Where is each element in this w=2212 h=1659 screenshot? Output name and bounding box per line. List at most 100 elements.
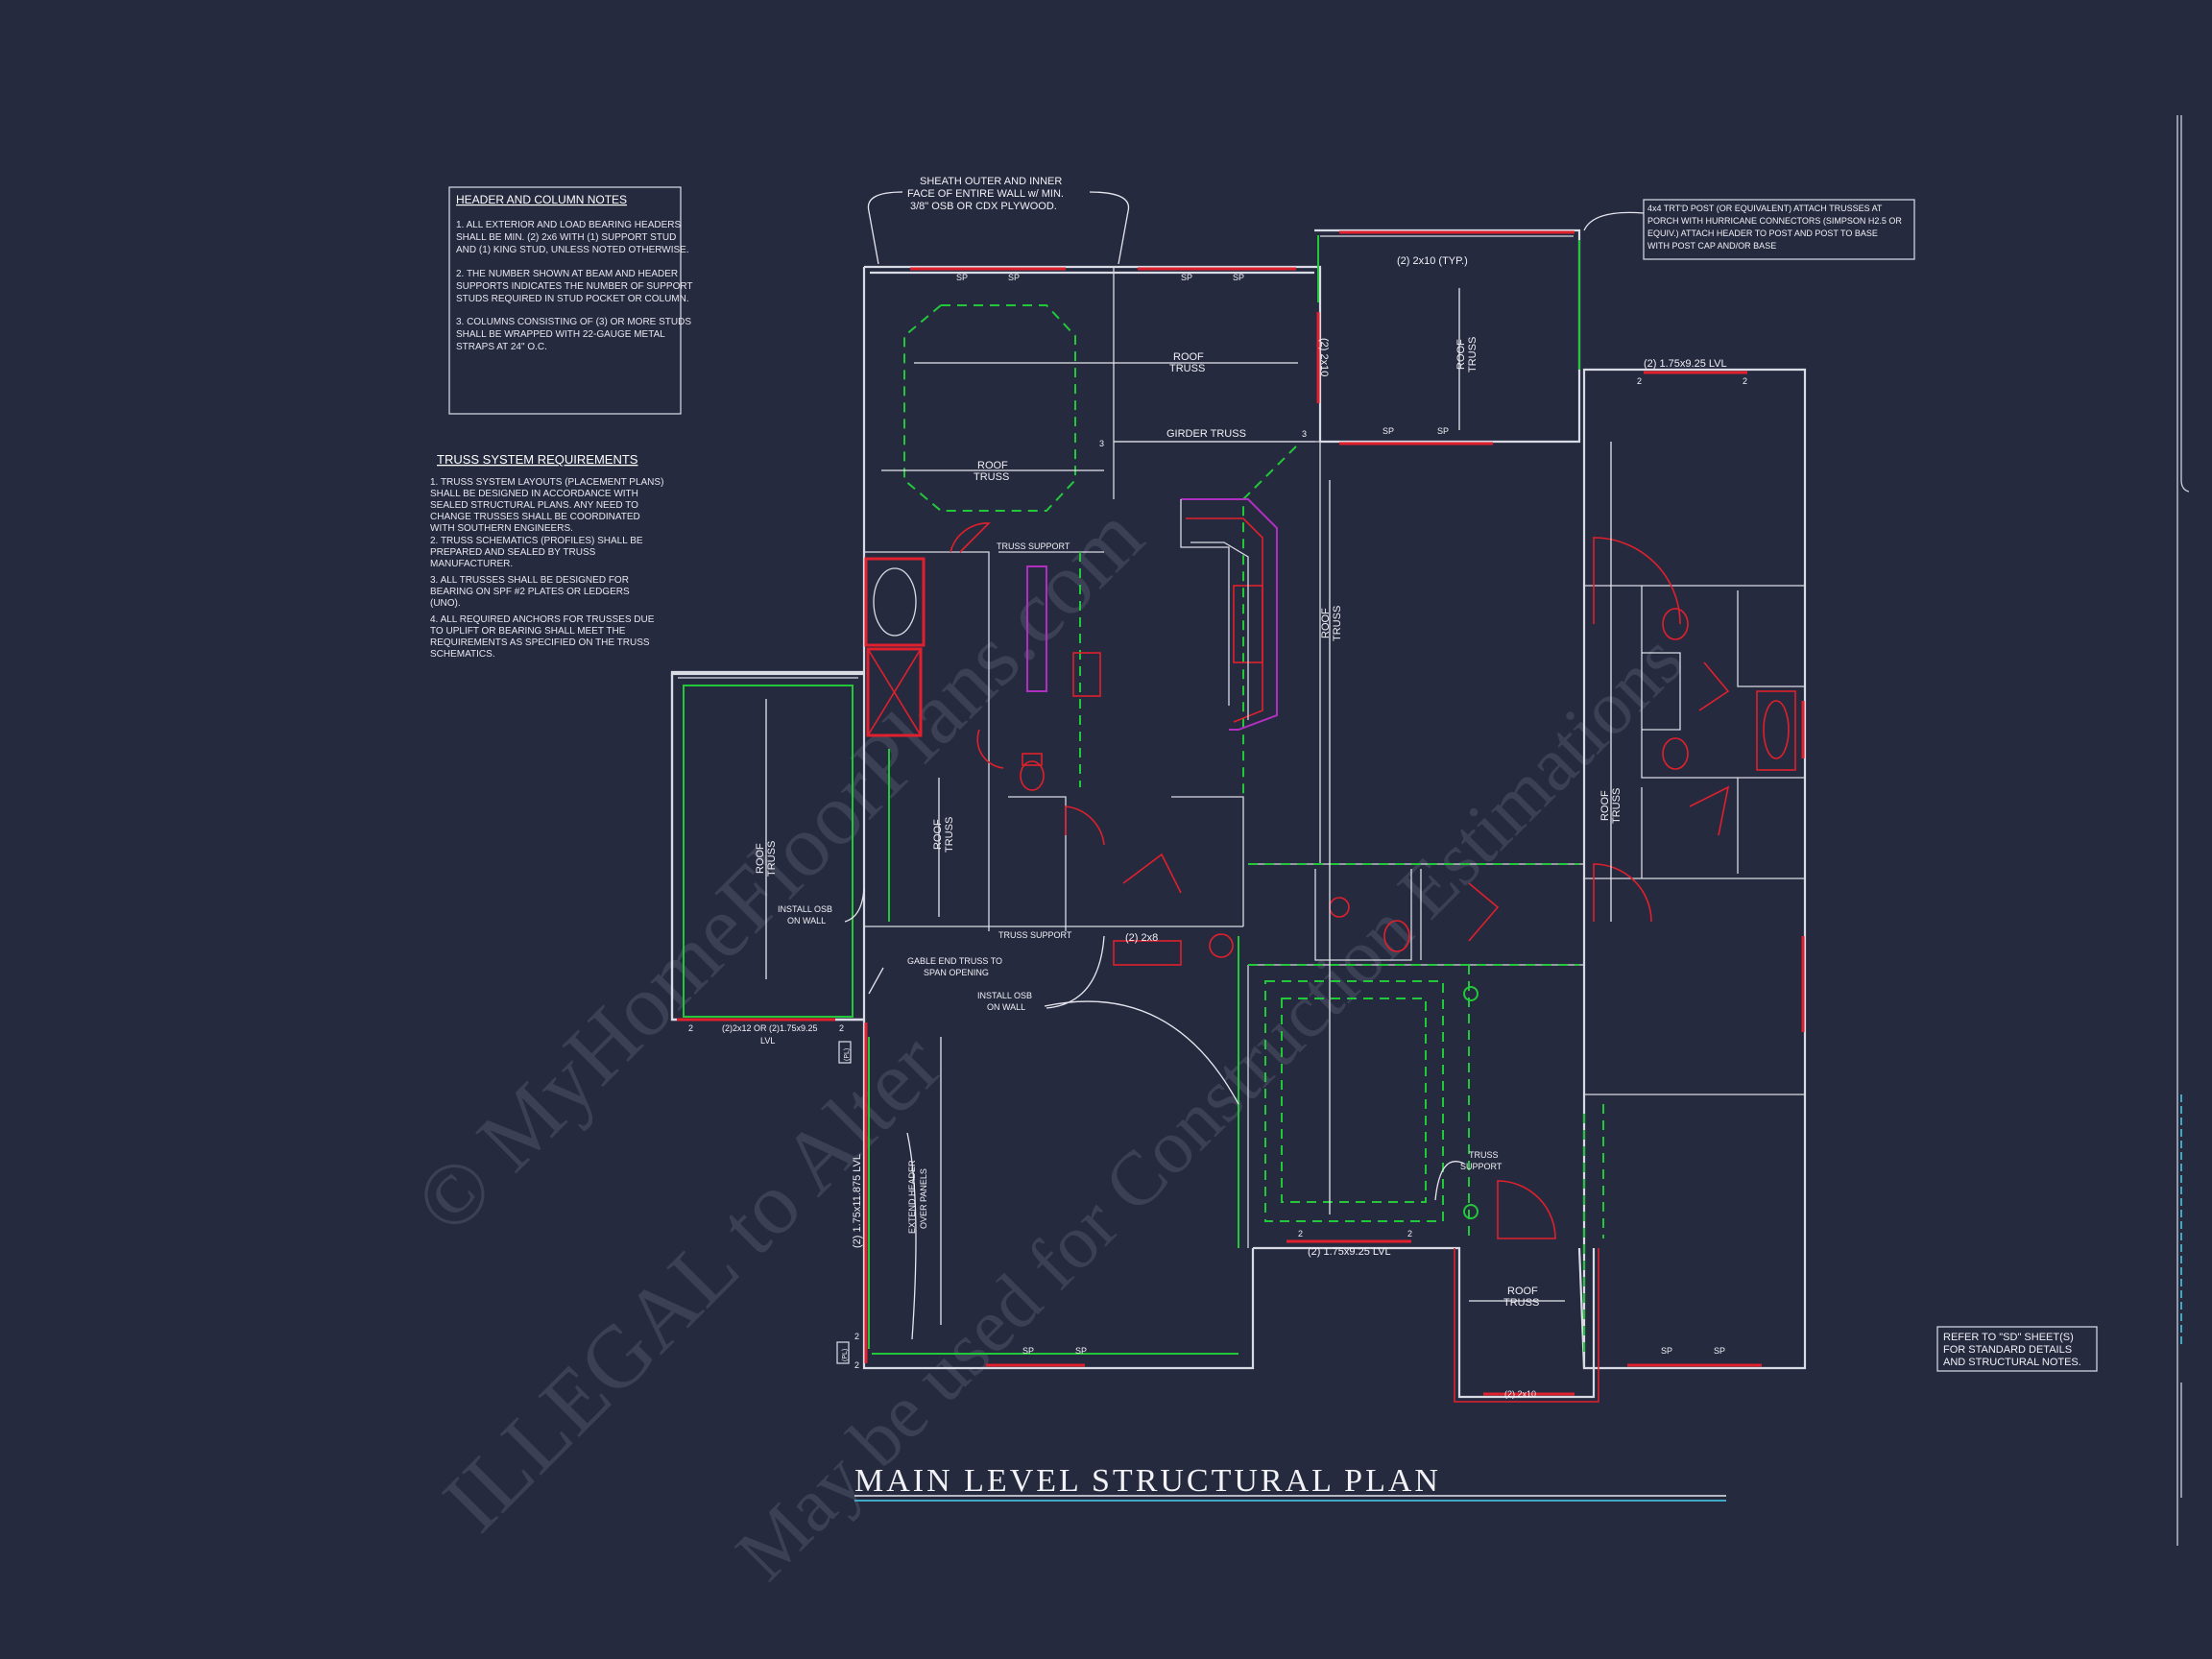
extend-header-note: EXTEND HEADER [907,1160,917,1234]
sheath-note-line: SHEATH OUTER AND INNER [920,176,1062,187]
roof-truss-label: TRUSS [1503,1297,1539,1309]
kitchen-cabinets [1026,498,1278,731]
header-size-label: (2) 2x10 [1504,1389,1536,1399]
header-note-line: SHALL BE MIN. (2) 2x6 WITH (1) SUPPORT S… [456,232,676,243]
truss-note-line: REQUIREMENTS AS SPECIFIED ON THE TRUSS [430,637,650,648]
stud-count: 3 [1302,429,1307,439]
truss-note-line: SCHEMATICS. [430,649,495,660]
porch-note-line: EQUIV.) ATTACH HEADER TO POST AND POST T… [1647,228,1878,238]
gable-truss-note: SPAN OPENING [924,968,989,977]
truss-note-line: PREPARED AND SEALED BY TRUSS [430,547,596,558]
header-note-line: SHALL BE WRAPPED WITH 22-GAUGE METAL [456,329,665,340]
header-size-label: (2) 1.75x9.25 LVL [1644,358,1727,370]
header-note-line: STRAPS AT 24" O.C. [456,342,547,352]
stud-count: 2 [1298,1229,1303,1238]
roof-truss-label: ROOF [1173,351,1204,363]
girder-truss-label: GIRDER TRUSS [1166,428,1246,440]
stud-count: 3 [1099,439,1104,448]
header-size-label: (2) 2x10 (TYP.) [1397,255,1468,267]
bath-fixtures [864,557,1796,966]
sp-marker: SP [1437,426,1449,436]
refer-note-line: AND STRUCTURAL NOTES. [1943,1357,2081,1368]
roof-truss-label: TRUSS [1611,788,1623,824]
roof-truss-label: TRUSS [944,817,955,853]
header-size-label: (2) 1.75x11.875 LVL [852,1154,863,1248]
truss-note-line: 3. ALL TRUSSES SHALL BE DESIGNED FOR [430,575,629,586]
header-size-label: (2) 1.75x9.25 LVL [1308,1246,1391,1258]
span-arrows [765,288,1612,1325]
truss-note-line: 4. ALL REQUIRED ANCHORS FOR TRUSSES DUE [430,614,655,625]
roof-truss-label: TRUSS [1169,363,1205,374]
column-tag: (PL) [842,1349,849,1361]
header-note-line: 1. ALL EXTERIOR AND LOAD BEARING HEADERS [456,220,681,230]
plan-title-block: MAIN LEVEL STRUCTURAL PLAN [854,1463,1726,1502]
truss-zones [903,304,1604,1238]
column-tag: (PL) [844,1048,851,1061]
truss-note-line: 1. TRUSS SYSTEM LAYOUTS (PLACEMENT PLANS… [430,477,663,488]
truss-support-label: TRUSS SUPPORT [997,541,1070,551]
install-osb-note: INSTALL OSB [778,904,832,914]
roof-truss-label: ROOF [1455,339,1467,370]
porch-note-line: PORCH WITH HURRICANE CONNECTORS (SIMPSON… [1647,216,1902,226]
porch-note-line: 4x4 TRT'D POST (OR EQUIVALENT) ATTACH TR… [1647,204,1883,213]
sheath-note: SHEATH OUTER AND INNER FACE OF ENTIRE WA… [867,176,1130,265]
header-note-line: 2. THE NUMBER SHOWN AT BEAM AND HEADER [456,269,678,279]
truss-system-notes: TRUSS SYSTEM REQUIREMENTS 1. TRUSS SYSTE… [430,452,663,660]
header-notes-title: HEADER AND COLUMN NOTES [456,193,627,206]
stud-count: 2 [854,1332,859,1341]
roof-truss-label: ROOF [1507,1286,1538,1297]
sheath-note-line: 3/8" OSB OR CDX PLYWOOD. [910,201,1057,212]
header-note-line: STUDS REQUIRED IN STUD POCKET OR COLUMN. [456,294,689,304]
leader-lines [844,887,1465,1340]
sp-marker: SP [1233,273,1244,282]
refer-note-line: FOR STANDARD DETAILS [1943,1344,2072,1356]
doors [950,522,1730,1239]
headers [677,230,1805,1403]
refer-note-line: REFER TO "SD" SHEET(S) [1943,1332,2074,1343]
sp-marker: SP [956,273,968,282]
install-osb-note: ON WALL [787,916,826,926]
plan-title: MAIN LEVEL STRUCTURAL PLAN [854,1463,1441,1499]
plan-labels: SP SP SP SP SP SP SP SP SP SP 3 3 2 2 2 … [688,255,1747,1399]
roof-truss-label: ROOF [755,843,766,874]
roof-truss-label: TRUSS [974,471,1009,483]
roof-truss-label: TRUSS [1467,337,1479,373]
sp-marker: SP [1714,1346,1725,1356]
truss-note-line: BEARING ON SPF #2 PLATES OR LEDGERS [430,587,630,597]
header-size-label: (2)2x12 OR (2)1.75x9.25 [722,1023,818,1033]
stud-count: 2 [1407,1229,1412,1238]
roof-truss-label: ROOF [932,819,944,850]
header-size-label: (2) 2x8 [1125,932,1158,944]
truss-note-line: 2. TRUSS SCHEMATICS (PROFILES) SHALL BE [430,536,643,546]
sp-marker: SP [1382,426,1394,436]
stud-count: 2 [688,1023,693,1033]
porch-posts [1463,986,1479,1219]
roof-truss-label: TRUSS [1332,606,1343,641]
stud-count: 2 [839,1023,844,1033]
truss-support-label: SUPPORT [1460,1162,1503,1171]
sp-marker: SP [1181,273,1192,282]
header-note-line: SUPPORTS INDICATES THE NUMBER OF SUPPORT [456,281,693,292]
stud-count: 2 [1743,376,1747,386]
install-osb-note: INSTALL OSB [977,991,1032,1000]
truss-note-line: SHALL BE DESIGNED IN ACCORDANCE WITH [430,489,638,499]
truss-note-line: (UNO). [430,598,461,609]
sp-marker: SP [1008,273,1020,282]
truss-note-line: MANUFACTURER. [430,559,513,569]
sp-marker: SP [1661,1346,1672,1356]
truss-note-line: TO UPLIFT OR BEARING SHALL MEET THE [430,626,626,637]
header-size-label: (2) 2x10 [1318,338,1330,376]
porch-post-note: 4x4 TRT'D POST (OR EQUIVALENT) ATTACH TR… [1583,199,1915,260]
truss-note-line: WITH SOUTHERN ENGINEERS. [430,523,573,534]
header-column-notes: HEADER AND COLUMN NOTES 1. ALL EXTERIOR … [448,186,693,415]
roof-truss-label: ROOF [1599,790,1611,821]
title-block-border [2176,115,2190,1546]
refer-sd-note: REFER TO "SD" SHEET(S) FOR STANDARD DETA… [1936,1326,2098,1372]
stud-count: 2 [1637,376,1642,386]
truss-notes-title: TRUSS SYSTEM REQUIREMENTS [437,452,638,467]
roof-truss-label: ROOF [1320,608,1332,638]
truss-support-label: TRUSS [1469,1150,1499,1160]
stud-count: 2 [854,1360,859,1370]
porch-note-line: WITH POST CAP AND/OR BASE [1647,241,1776,251]
